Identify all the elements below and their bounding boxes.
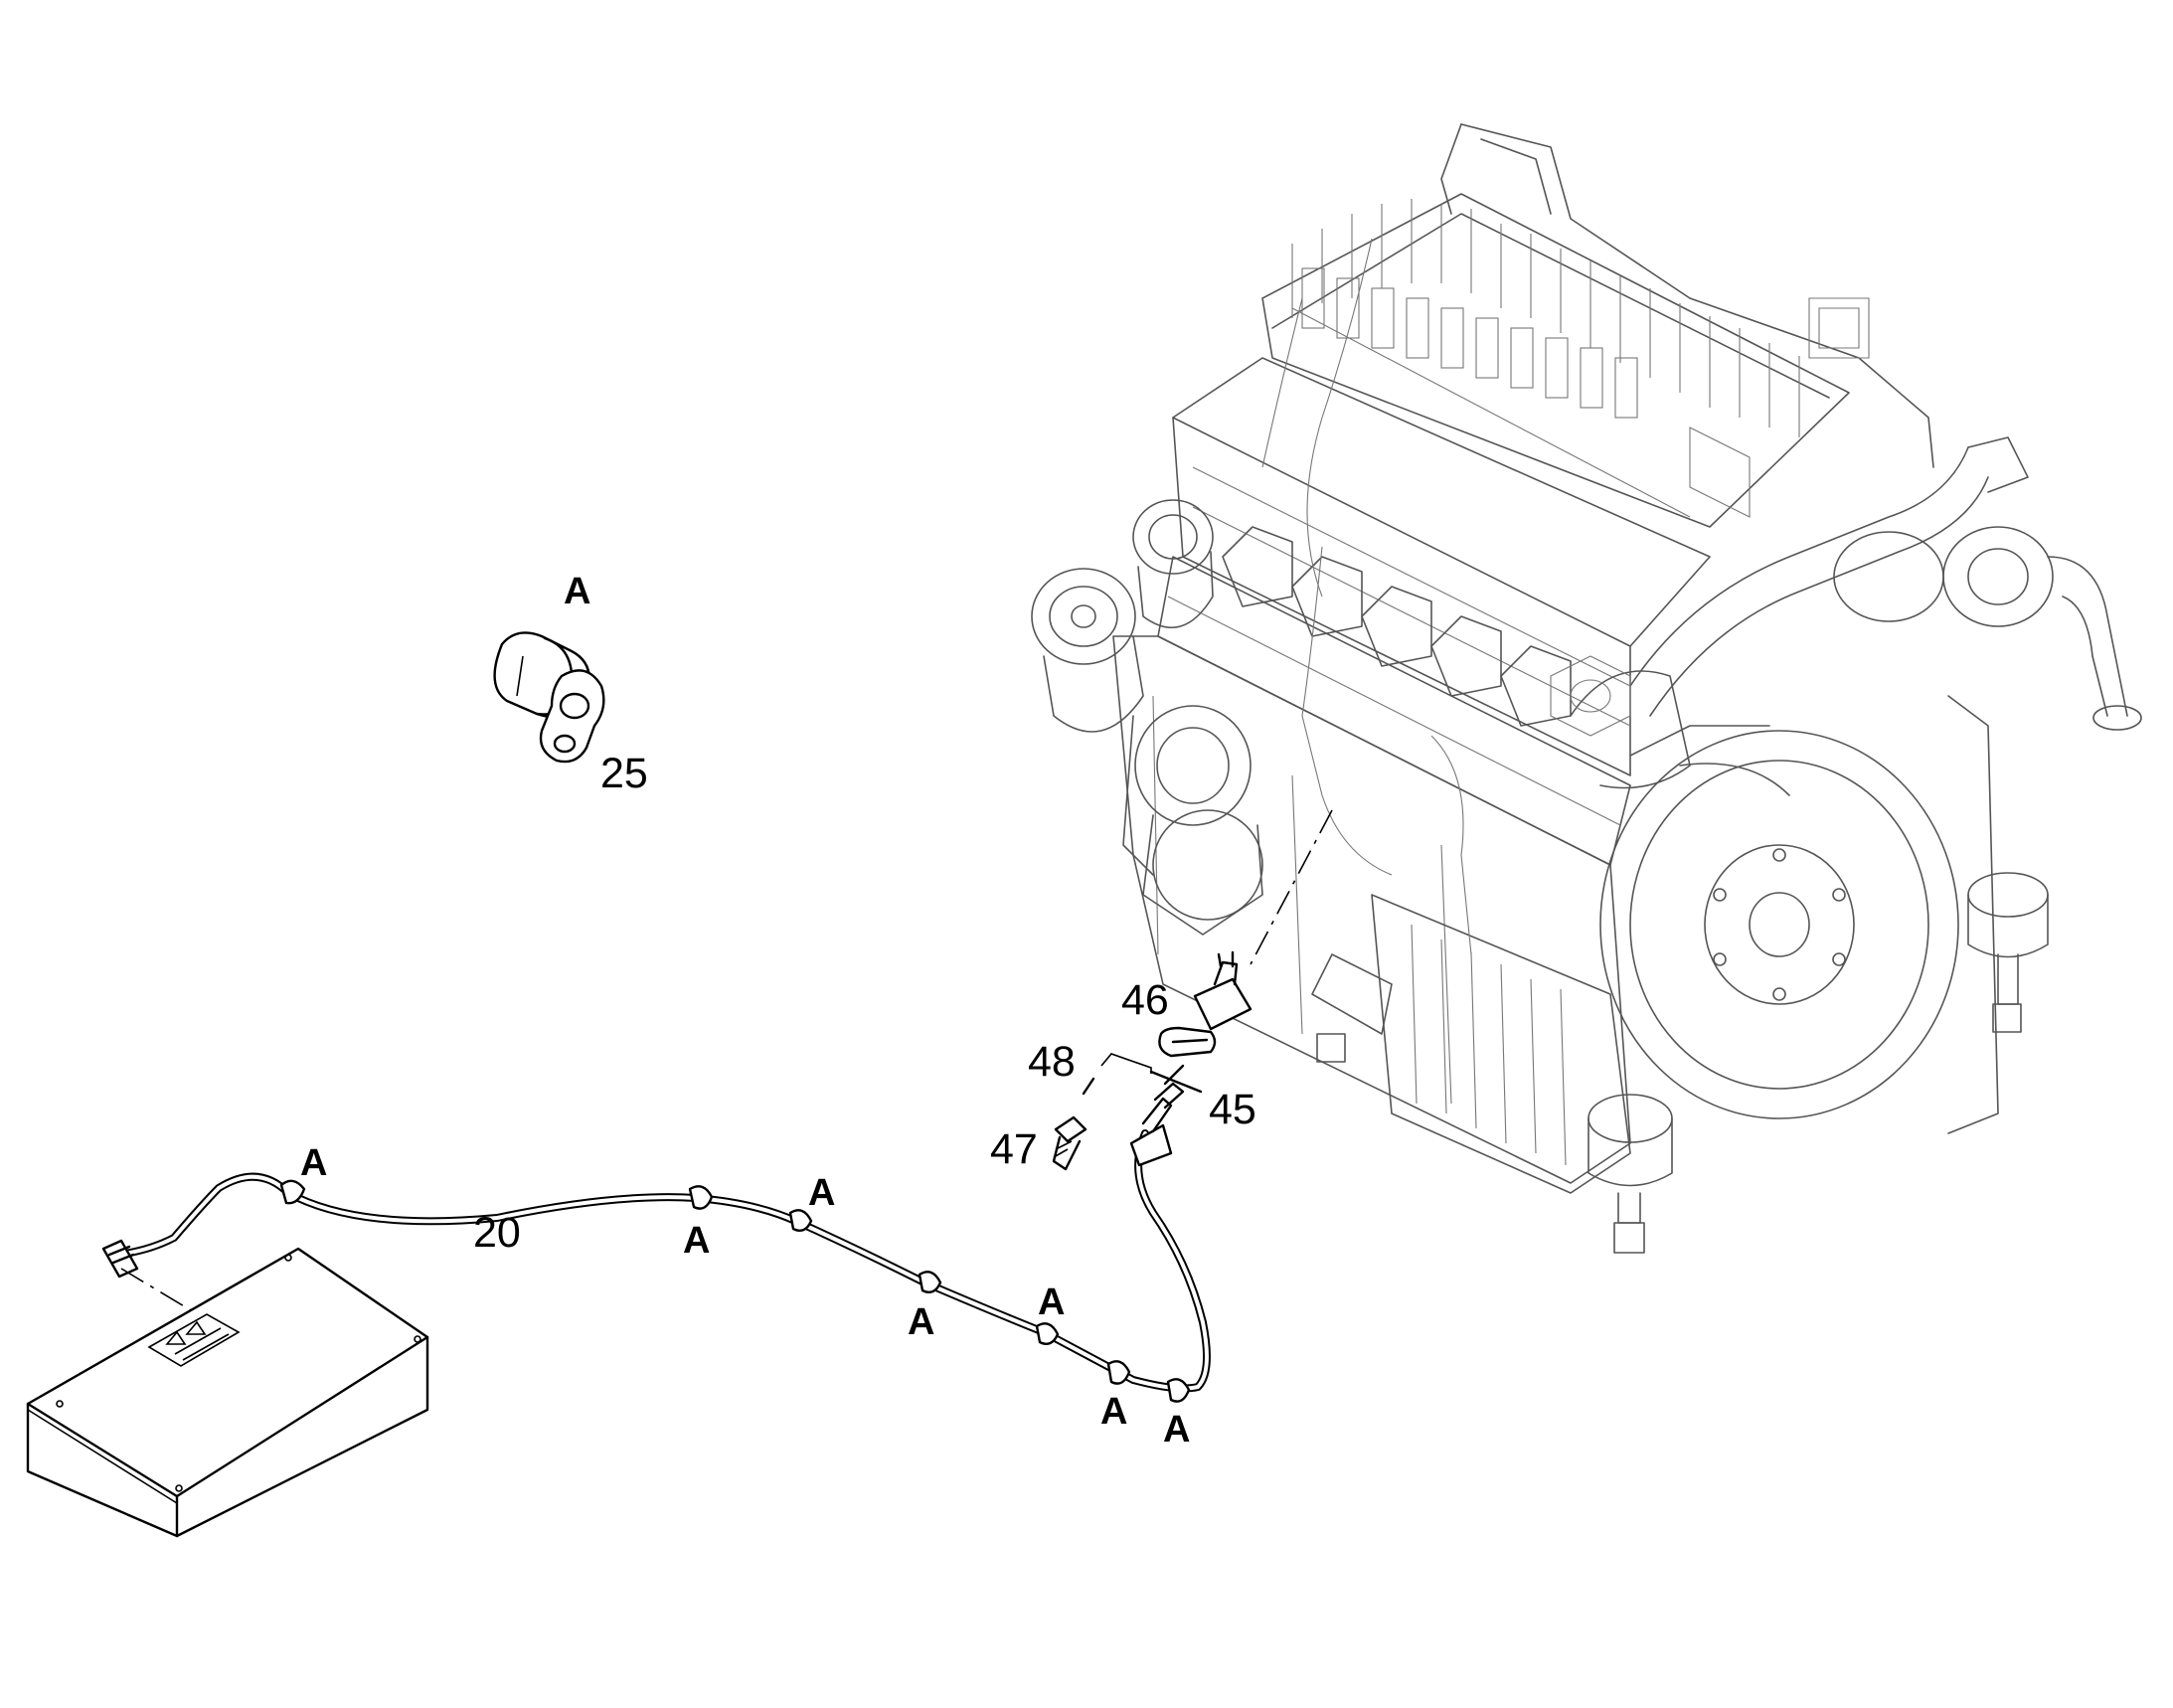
part-number-46: 46 [1121,976,1169,1024]
hose-clip [688,1185,714,1210]
hose-clip [1106,1360,1131,1385]
part-number-45: 45 [1209,1086,1256,1133]
hose-clip [918,1271,942,1293]
hose-clip [788,1209,813,1232]
hose-clip [279,1179,306,1205]
clamp-label: A [808,1172,835,1214]
clamp-label: A [908,1301,934,1343]
part-number-48: 48 [1028,1038,1076,1086]
seal-ring [1149,1070,1203,1094]
control-unit-box [26,1247,429,1538]
assembly-line-ecu [120,1268,192,1311]
assembly-line-engine [1250,809,1333,965]
engine-illustration [1031,123,2142,1254]
hose-clip [1166,1378,1191,1403]
clamp-label: A [683,1220,710,1262]
clip-detail [493,631,605,764]
part-number-20: 20 [473,1209,521,1257]
detail-label: A [564,571,590,612]
callout-labels: A 25 20 46 48 47 45 A A A A A A A [300,571,1256,1451]
clamp-label: A [300,1142,327,1184]
fitting-assembly [1052,950,1253,1171]
hose-clip [1035,1322,1060,1345]
sensor-hose [101,1064,1211,1403]
part-number-47: 47 [990,1125,1038,1173]
screw [1052,1115,1087,1171]
o-ring [1082,1077,1095,1096]
clamp-label: A [1100,1391,1127,1433]
clamp-label: A [1163,1409,1190,1451]
clamp-label: A [1038,1281,1065,1323]
part-number-25: 25 [600,750,648,797]
